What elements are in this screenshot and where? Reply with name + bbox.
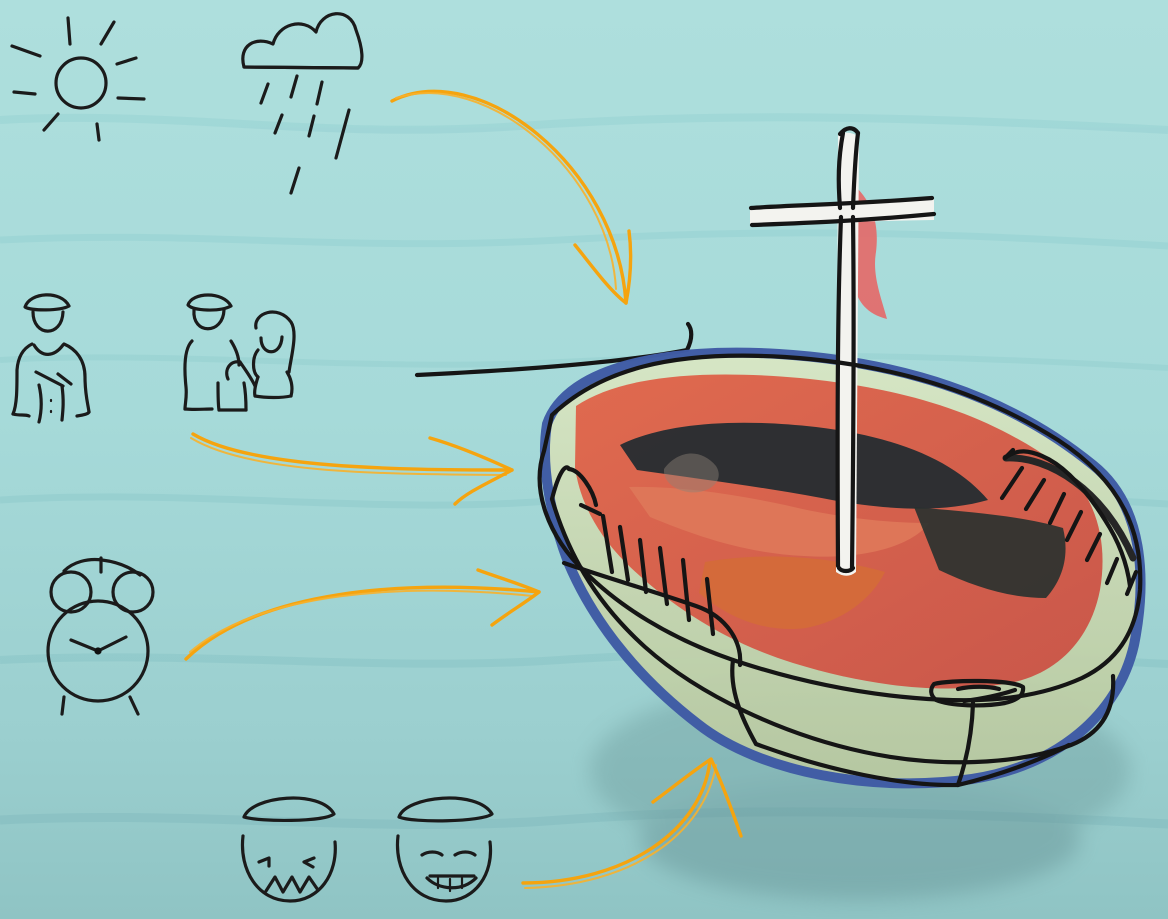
diagram-canvas: [0, 0, 1168, 919]
diagram-stage: [0, 0, 1168, 919]
